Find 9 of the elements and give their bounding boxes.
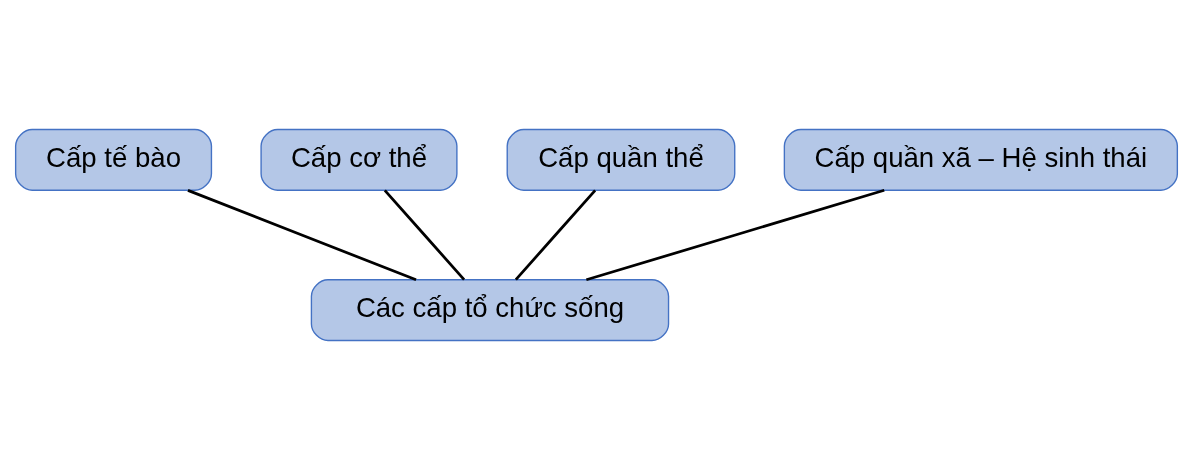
connector (514, 188, 597, 281)
connector (586, 188, 885, 281)
connector (383, 188, 466, 281)
node-box: Cấp cơ thể (260, 128, 458, 191)
node-box: Cấp quần thể (506, 128, 736, 191)
node-box: Cấp tế bào (14, 128, 213, 191)
connector (187, 188, 417, 281)
node-box: Cấp quần xã – Hệ sinh thái (783, 128, 1179, 191)
node-box: Các cấp tổ chức sống (310, 278, 670, 341)
